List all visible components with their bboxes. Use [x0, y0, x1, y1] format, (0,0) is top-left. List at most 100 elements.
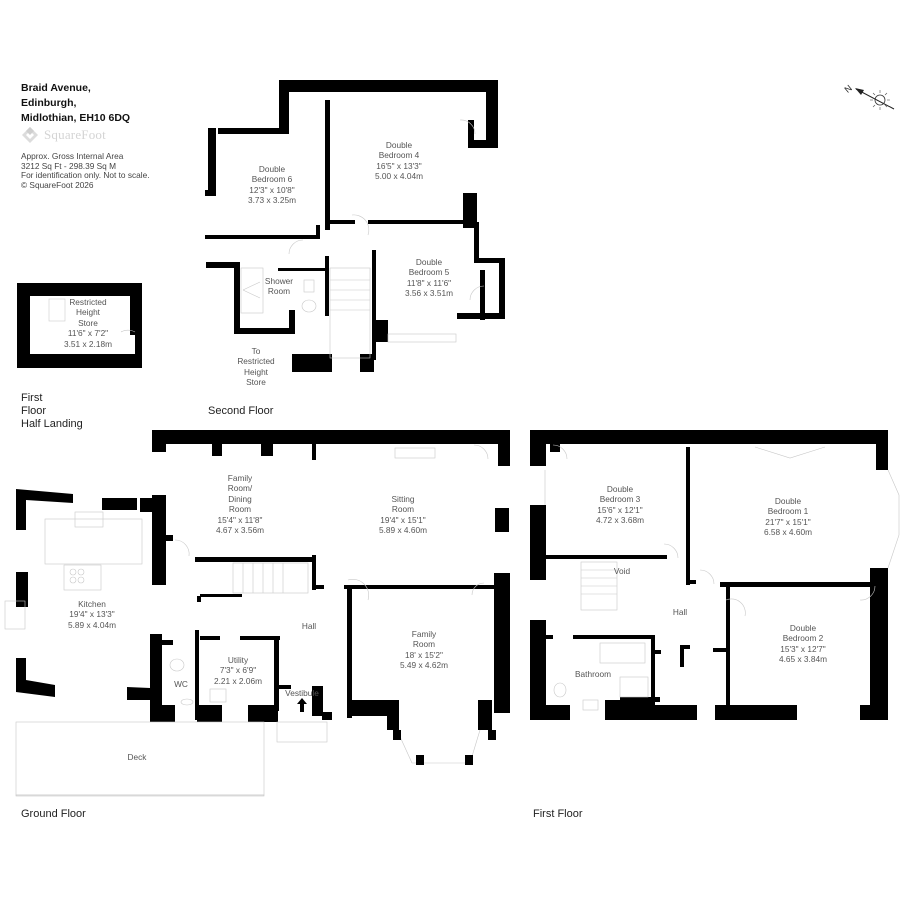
room-void: Void — [614, 566, 630, 576]
room-line: Room — [267, 286, 291, 297]
room-line: Utility — [227, 655, 249, 665]
room-line: 5.89 x 4.04m — [68, 619, 116, 630]
room-line: 7'3" x 6'9" — [219, 665, 257, 676]
room-bathroom: Bathroom — [575, 669, 611, 679]
room-line: Bedroom 5 — [408, 267, 450, 278]
ground-floor-fixtures — [4, 444, 489, 797]
room-line: Dining — [228, 493, 252, 504]
room-to-restricted-height-store: To Restricted Height Store — [237, 346, 274, 388]
room-utility: Utility 7'3" x 6'9" 2.21 x 2.06m — [214, 655, 262, 686]
room-line: 15'3" x 12'7" — [780, 643, 826, 654]
room-line: Restricted — [69, 297, 107, 307]
room-line: Deck — [127, 752, 147, 762]
room-line: WC — [174, 679, 188, 689]
room-line: Store — [246, 377, 266, 388]
room-line: Double — [774, 496, 802, 506]
room-line: 11'8" x 11'6" — [406, 277, 452, 288]
room-line: 4.65 x 3.84m — [779, 654, 827, 665]
room-line: Height — [76, 307, 100, 318]
room-line: Bedroom 2 — [782, 633, 824, 644]
room-line: 11'6" x 7'2" — [67, 328, 109, 339]
room-kitchen: Kitchen 19'4" x 13'3" 5.89 x 4.04m — [68, 599, 116, 630]
floor-label-second: Second Floor — [208, 405, 274, 417]
room-line: 3.56 x 3.51m — [405, 288, 453, 299]
room-line: Family — [411, 629, 437, 639]
room-double-bedroom-1: Double Bedroom 1 21'7" x 15'1" 6.58 x 4.… — [764, 496, 812, 538]
room-line: 19'4" x 13'3" — [69, 609, 115, 620]
room-hall-ground: Hall — [302, 621, 316, 631]
room-line: 18' x 15'2" — [405, 649, 443, 660]
room-line: 16'5" x 13'3" — [376, 160, 422, 171]
floor-label-half-landing: First Floor Half Landing — [21, 392, 83, 431]
room-line: Height — [244, 366, 268, 377]
room-line: Shower — [264, 276, 294, 286]
room-line: Sitting — [391, 494, 415, 504]
floor-label-line: Floor — [21, 405, 47, 417]
room-line: 5.89 x 4.60m — [379, 525, 427, 536]
room-line: 2.21 x 2.06m — [214, 675, 262, 686]
room-line: Double — [415, 257, 443, 267]
address-line-2: Edinburgh, — [21, 97, 77, 109]
room-double-bedroom-5: Double Bedroom 5 11'8" x 11'6" 3.56 x 3.… — [405, 257, 453, 299]
room-line: To — [251, 346, 261, 356]
room-line: 4.67 x 3.56m — [216, 525, 264, 536]
room-line: Hall — [301, 621, 317, 631]
room-line: 12'3" x 10'8" — [249, 184, 295, 195]
room-line: Bathroom — [575, 669, 611, 679]
room-line: Room — [391, 504, 415, 515]
room-line: Double — [606, 484, 634, 494]
floor-label-line: Half Landing — [21, 418, 83, 430]
floor-label-line: First — [21, 392, 43, 404]
room-double-bedroom-2: Double Bedroom 2 15'3" x 12'7" 4.65 x 3.… — [779, 623, 827, 665]
room-double-bedroom-3: Double Bedroom 3 15'6" x 12'1" 4.72 x 3.… — [596, 484, 644, 526]
area-info: Approx. Gross Internal Area 3212 Sq Ft -… — [21, 151, 150, 190]
room-line: 5.49 x 4.62m — [400, 660, 448, 671]
room-family-room: Family Room 18' x 15'2" 5.49 x 4.62m — [400, 629, 448, 671]
room-line: Double — [385, 140, 413, 150]
property-address: Braid Avenue, Edinburgh, Midlothian, EH1… — [21, 81, 130, 126]
room-line: 5.00 x 4.04m — [375, 171, 423, 182]
room-line: Kitchen — [78, 599, 106, 609]
room-line: Void — [613, 566, 631, 576]
room-line: Bedroom 1 — [767, 506, 809, 517]
first-floor-plan — [530, 430, 888, 720]
room-family-room-dining-room: Family Room/ Dining Room 15'4" x 11'8" 4… — [216, 473, 264, 535]
room-restricted-height-store: Restricted Height Store 11'6" x 7'2" 3.5… — [64, 297, 112, 349]
room-line: 15'6" x 12'1" — [597, 504, 643, 515]
floor-label-first: First Floor — [533, 808, 583, 820]
room-line: Room — [412, 639, 436, 650]
address-line-1: Braid Avenue, — [21, 82, 91, 94]
family-room-bay — [393, 730, 496, 765]
room-line: Store — [78, 317, 98, 328]
brand-logo: SquareFoot — [21, 126, 106, 144]
ground-floor-plan — [16, 430, 510, 730]
room-line: 19'4" x 15'1" — [380, 514, 426, 525]
room-hall-first: Hall — [673, 607, 687, 617]
room-line: Hall — [672, 607, 688, 617]
room-line: 4.72 x 3.68m — [596, 515, 644, 526]
room-line: Room/ — [227, 483, 253, 494]
brand-name: SquareFoot — [44, 127, 106, 142]
room-double-bedroom-4: Double Bedroom 4 16'5" x 13'3" 5.00 x 4.… — [375, 140, 423, 182]
front-door-arrow-icon — [297, 698, 307, 712]
room-shower-room: Shower Room — [265, 276, 293, 297]
room-line: 3.51 x 2.18m — [64, 338, 112, 349]
room-line: Double — [789, 623, 817, 633]
half-landing-plan — [17, 283, 142, 368]
room-line: Restricted — [237, 356, 275, 367]
meta-line-2: 3212 Sq Ft - 298.39 Sq M — [21, 160, 117, 171]
room-line: Vestibule — [285, 688, 319, 698]
room-deck: Deck — [128, 752, 147, 762]
room-sitting-room: Sitting Room 19'4" x 15'1" 5.89 x 4.60m — [379, 494, 427, 536]
room-line: Double — [258, 164, 286, 174]
room-double-bedroom-6: Double Bedroom 6 12'3" x 10'8" 3.73 x 3.… — [248, 164, 296, 206]
room-line: 3.73 x 3.25m — [248, 195, 296, 206]
room-wc: WC — [174, 679, 188, 689]
meta-line-3: For identification only. Not to scale. — [21, 170, 150, 181]
meta-line-4: © SquareFoot 2026 — [21, 179, 94, 190]
room-line: Bedroom 6 — [251, 174, 293, 185]
room-line: 6.58 x 4.60m — [764, 527, 812, 538]
address-line-3: Midlothian, EH10 6DQ — [21, 112, 131, 124]
room-line: Family — [227, 473, 253, 483]
